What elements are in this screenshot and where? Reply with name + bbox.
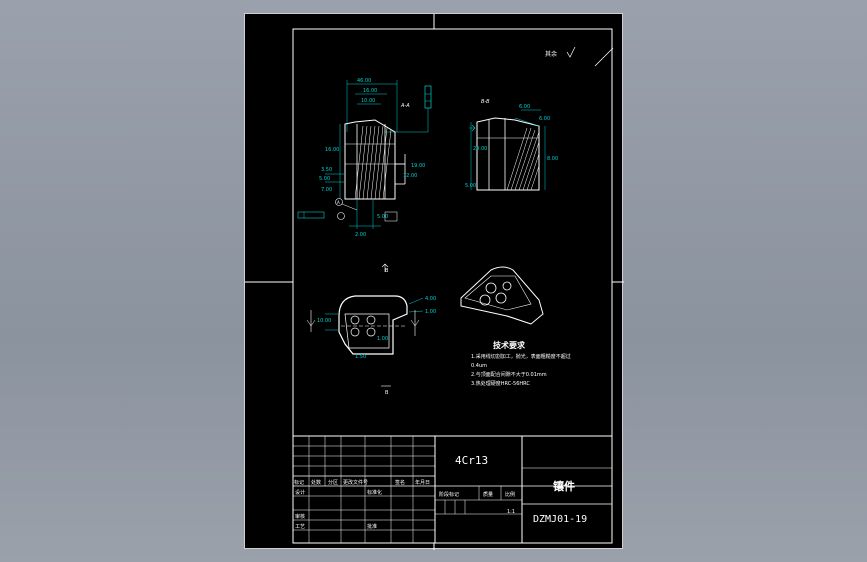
- dim-5a: 5.00: [319, 176, 330, 182]
- dim-2: 2.00: [355, 232, 366, 238]
- scale-text: 1:1: [507, 509, 515, 515]
- section-bb-view: B-B 20.00 5.00 8.00 6.00 6.00: [465, 99, 558, 191]
- dim-7: 7.00: [321, 187, 332, 193]
- roughness-symbol-icon: [566, 46, 576, 58]
- hdr-mark: 标记: [294, 479, 304, 486]
- standardize-label: 标准化: [367, 489, 382, 496]
- stage-label: 阶段标记: [439, 491, 459, 498]
- dim-8: 8.00: [547, 156, 558, 162]
- dim-20: 20.00: [473, 146, 487, 152]
- hdr-count: 处数: [311, 479, 321, 486]
- hdr-zone: 分区: [328, 479, 338, 486]
- part-name-text: 镶件: [553, 479, 575, 493]
- section-label-aa: A-A: [400, 103, 410, 109]
- tech-req-title: 技术要求: [493, 340, 526, 350]
- dim-19: 19.00: [411, 163, 425, 169]
- dim-10b: 10.00: [317, 318, 331, 324]
- tech-req-item-3: 3.热处理硬度HRC-56HRC: [471, 380, 530, 387]
- dim-1b: 1.00: [377, 336, 388, 342]
- scale-label: 比例: [505, 491, 515, 498]
- dim-46: 46.00: [357, 78, 371, 84]
- approve-label: 批准: [367, 523, 377, 530]
- view-arrow-label-top: B: [385, 268, 389, 274]
- dim-16a: 16.00: [363, 88, 377, 94]
- roughness-note: 其余: [545, 50, 557, 58]
- weight-label: 质量: [483, 491, 493, 498]
- cad-drawing: 其余 46.00 16.00 10.00 A-A: [245, 14, 624, 550]
- row-process: 工艺: [295, 524, 305, 530]
- section-label-bb: B-B: [481, 99, 490, 105]
- dim-12: 12.00: [403, 173, 417, 179]
- isometric-view: [460, 266, 544, 325]
- title-block: [292, 435, 613, 544]
- hdr-date: 年月日: [415, 479, 430, 486]
- row-review: 审核: [295, 513, 305, 520]
- dim-10: 10.00: [361, 98, 375, 104]
- material-text: 4Cr13: [455, 454, 488, 467]
- view-arrow-label-bottom: B: [385, 390, 389, 396]
- hdr-sign: 签名: [395, 479, 405, 486]
- hdr-change-doc: 更改文件号: [343, 479, 368, 486]
- dim-16b: 16.00: [325, 147, 339, 153]
- dim-1-5: 1.50: [355, 354, 366, 360]
- detail-marker-icon: [335, 198, 343, 206]
- dim-3-5: 3.50: [321, 167, 332, 173]
- dim-6b: 6.00: [539, 116, 550, 122]
- dim-6a: 6.00: [519, 104, 530, 110]
- dim-1a: 1.00: [425, 309, 436, 315]
- tech-req-item-2: 2.与顶面配合间隙不大于0.01mm: [471, 371, 547, 378]
- dim-5c: 5.00: [465, 183, 476, 189]
- row-design: 设计: [295, 489, 305, 496]
- dim-4: 4.00: [425, 296, 436, 302]
- drawing-sheet: 其余 46.00 16.00 10.00 A-A: [244, 13, 624, 550]
- bottom-view: B B 10.00 4.00 1.00 1.50 1.00: [306, 263, 436, 396]
- tech-requirements: 技术要求 1.采用线切割加工，抛光，表面粗糙度不超过 0.4um 2.与顶面配合…: [471, 340, 571, 387]
- tech-req-item-1: 1.采用线切割加工，抛光，表面粗糙度不超过: [471, 353, 571, 360]
- drawing-number-text: DZMJ01-19: [533, 514, 587, 525]
- main-section-view: 46.00 16.00 10.00 A-A: [297, 78, 432, 238]
- dim-5b: 5.00: [377, 214, 388, 220]
- detail-label: A: [337, 200, 340, 205]
- tech-req-item-1b: 0.4um: [471, 363, 487, 369]
